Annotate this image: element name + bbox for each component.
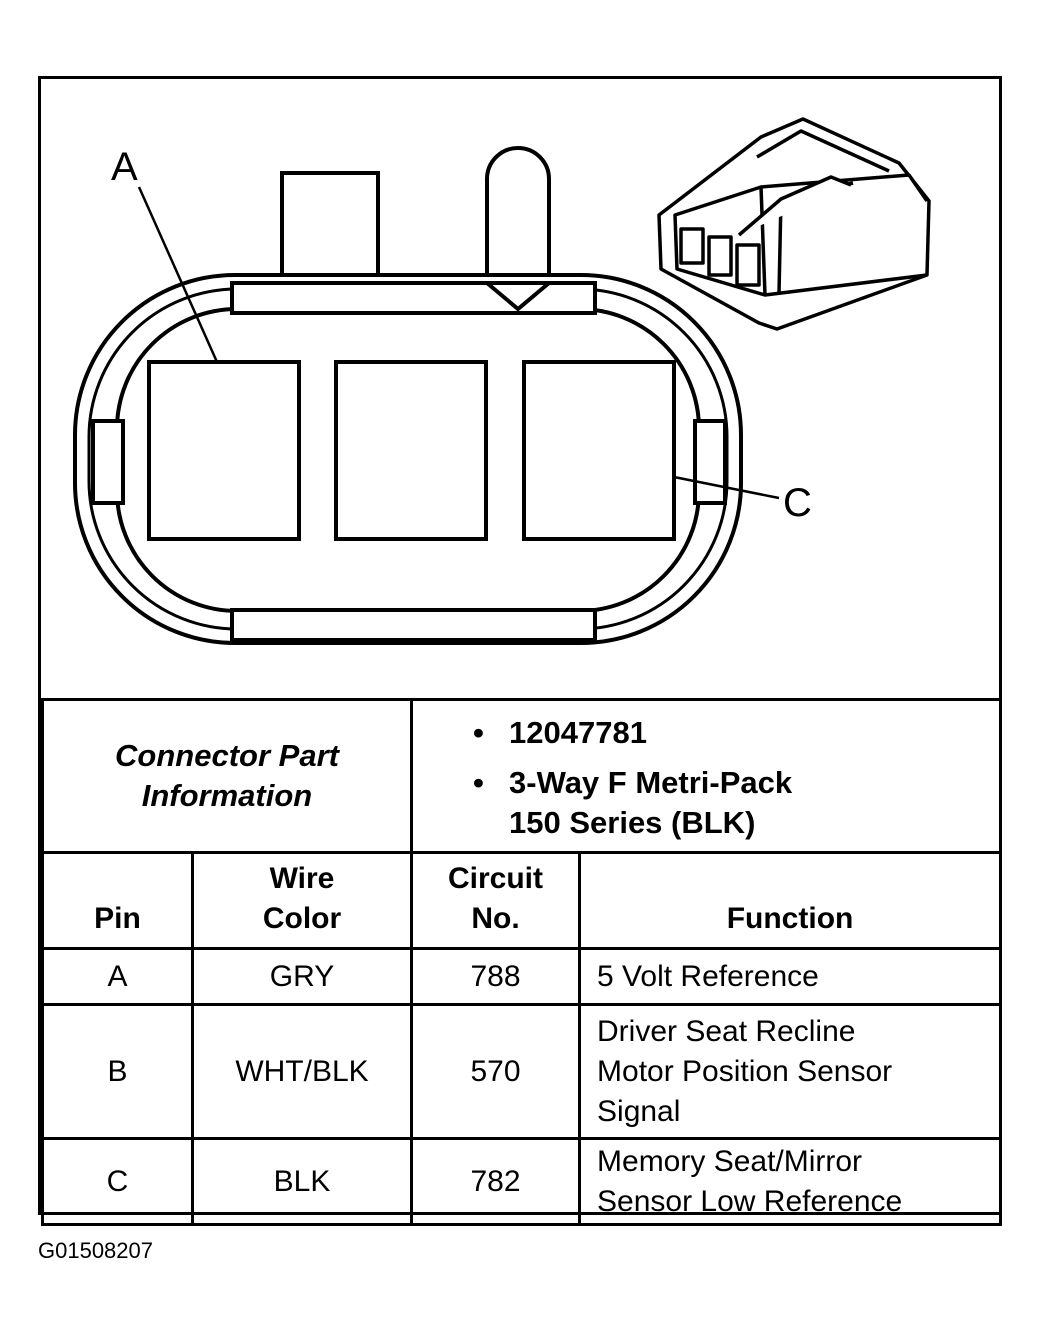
- diagram-frame: A C Connector Part Information • 12047781…: [38, 76, 1003, 1226]
- part-number: 12047781: [509, 715, 647, 750]
- part-info-values: • 12047781 • 3-Way F Metri-Pack 150 Series …: [410, 698, 1003, 854]
- part-number-item: • 12047781: [473, 713, 999, 753]
- callout-a: A: [111, 145, 138, 189]
- connector-drawing: A C: [41, 79, 999, 699]
- bottom-plate: [230, 608, 597, 642]
- cell-circuit: 782: [410, 1137, 582, 1226]
- cell-wire-color: WHT/BLK: [190, 1003, 414, 1140]
- connector-type-item: • 3-Way F Metri-Pack 150 Series (BLK): [473, 763, 999, 843]
- connector-iso-icon: [657, 117, 931, 331]
- bullet-icon: •: [473, 715, 484, 750]
- cell-pin: A: [41, 947, 194, 1006]
- bullet-icon: •: [473, 765, 484, 800]
- connector-face-svg: [73, 117, 931, 645]
- left-notch: [91, 419, 125, 505]
- header-pin: Pin: [41, 851, 194, 950]
- cell-circuit: 788: [410, 947, 582, 1006]
- connector-table: Connector Part Information • 12047781 • 3-…: [40, 698, 1003, 1226]
- cell-pin: B: [41, 1003, 194, 1140]
- cell-circuit: 570: [410, 1003, 582, 1140]
- cell-pin: C: [41, 1137, 194, 1226]
- part-info-label: Connector Part Information: [40, 698, 414, 854]
- key-tab: [280, 171, 380, 285]
- latch-tab: [485, 146, 551, 283]
- leader-a: [137, 186, 219, 363]
- cell-wire-color: GRY: [190, 947, 414, 1006]
- part-info-row: Connector Part Information • 12047781 • 3-…: [40, 698, 1003, 854]
- part-info-label-line1: Connector Part: [115, 738, 339, 773]
- connector-type: 3-Way F Metri-Pack: [509, 765, 793, 800]
- right-notch: [693, 419, 727, 505]
- header-function: Function: [578, 851, 1003, 950]
- cell-function: 5 Volt Reference: [578, 947, 1003, 1006]
- connector-series: 150 Series (BLK): [509, 805, 756, 840]
- cavity-a: [147, 360, 301, 541]
- figure-id: G01508207: [38, 1238, 153, 1263]
- cell-wire-color: BLK: [190, 1137, 414, 1226]
- part-info-label-line2: Information: [141, 778, 313, 813]
- leader-c: [673, 475, 780, 500]
- table-row: A GRY 788 5 Volt Reference: [41, 947, 1003, 1006]
- cavity-c: [522, 360, 676, 541]
- callout-c: C: [783, 481, 812, 525]
- top-plate: [230, 281, 597, 315]
- cavity-b: [334, 360, 488, 541]
